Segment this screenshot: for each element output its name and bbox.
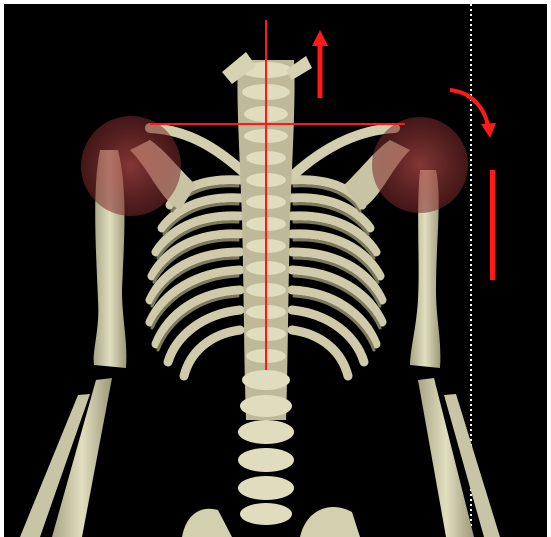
right-shoulder-joint-highlight — [372, 117, 468, 213]
left-shoulder-joint-highlight — [81, 116, 181, 216]
range-bar — [490, 170, 495, 280]
